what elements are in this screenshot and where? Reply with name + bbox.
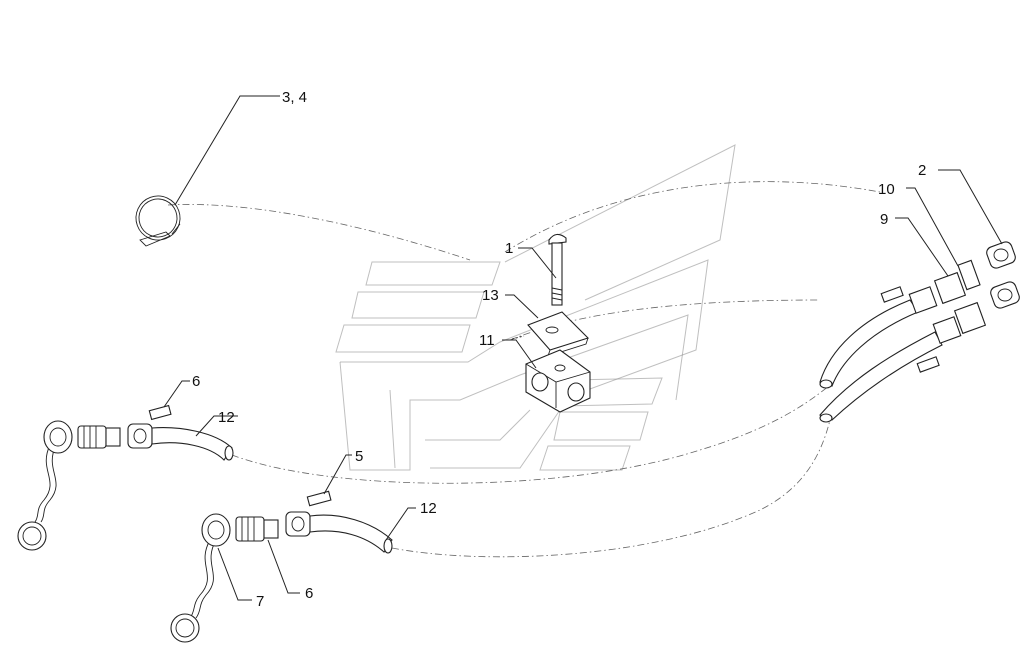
callout-labels: 3, 4 2 10 9 1 13 11 6 12 5 12 7 6: [192, 89, 926, 610]
callout-3-4: 3, 4: [282, 89, 307, 106]
callout-6-upper: 6: [192, 373, 200, 390]
clamp-block-part: [511, 335, 591, 413]
callout-1: 1: [505, 240, 513, 257]
callout-13: 13: [482, 287, 499, 304]
callout-12-upper: 12: [218, 409, 235, 426]
routing-lines: [167, 181, 881, 558]
callout-7: 7: [256, 593, 264, 610]
callout-5: 5: [355, 448, 363, 465]
callout-11: 11: [479, 332, 495, 349]
leader-lines: [163, 95, 1003, 601]
upper-left-hose-assembly: [17, 404, 234, 551]
callout-6-lower: 6: [305, 585, 313, 602]
bolt-part: [548, 233, 567, 306]
callout-2: 2: [918, 162, 926, 179]
cable-tie-part: [135, 195, 181, 247]
callout-10: 10: [878, 181, 895, 198]
lower-left-hose-assembly: [170, 490, 393, 643]
callout-12-lower: 12: [420, 500, 437, 517]
callout-9: 9: [880, 211, 888, 228]
watermark-logo: [335, 144, 736, 471]
right-hose-assembly: [819, 241, 1020, 423]
cover-plate-part: [527, 311, 590, 357]
